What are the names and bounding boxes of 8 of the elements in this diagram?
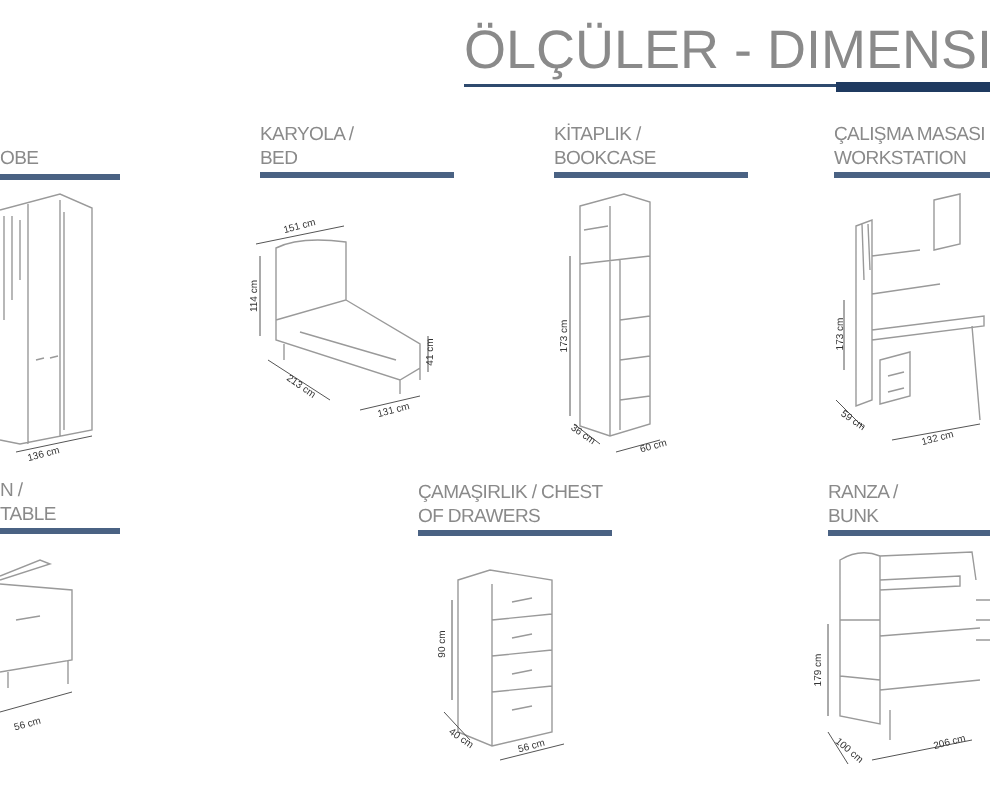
section-heading: RANZA / BUNK [828,482,990,536]
section-heading: OBE [0,148,120,179]
section-heading: ÇAMAŞIRLIK / CHEST OF DRAWERS [418,482,612,536]
page-title: ÖLÇÜLER - DIMENSI [464,24,990,78]
section-heading: KİTAPLIK / BOOKCASE [554,124,748,178]
section-heading: ÇALIŞMA MASASI WORKSTATION [834,124,990,178]
section-heading: KARYOLA / BED [260,124,454,178]
section-heading: N / TABLE [0,480,120,534]
